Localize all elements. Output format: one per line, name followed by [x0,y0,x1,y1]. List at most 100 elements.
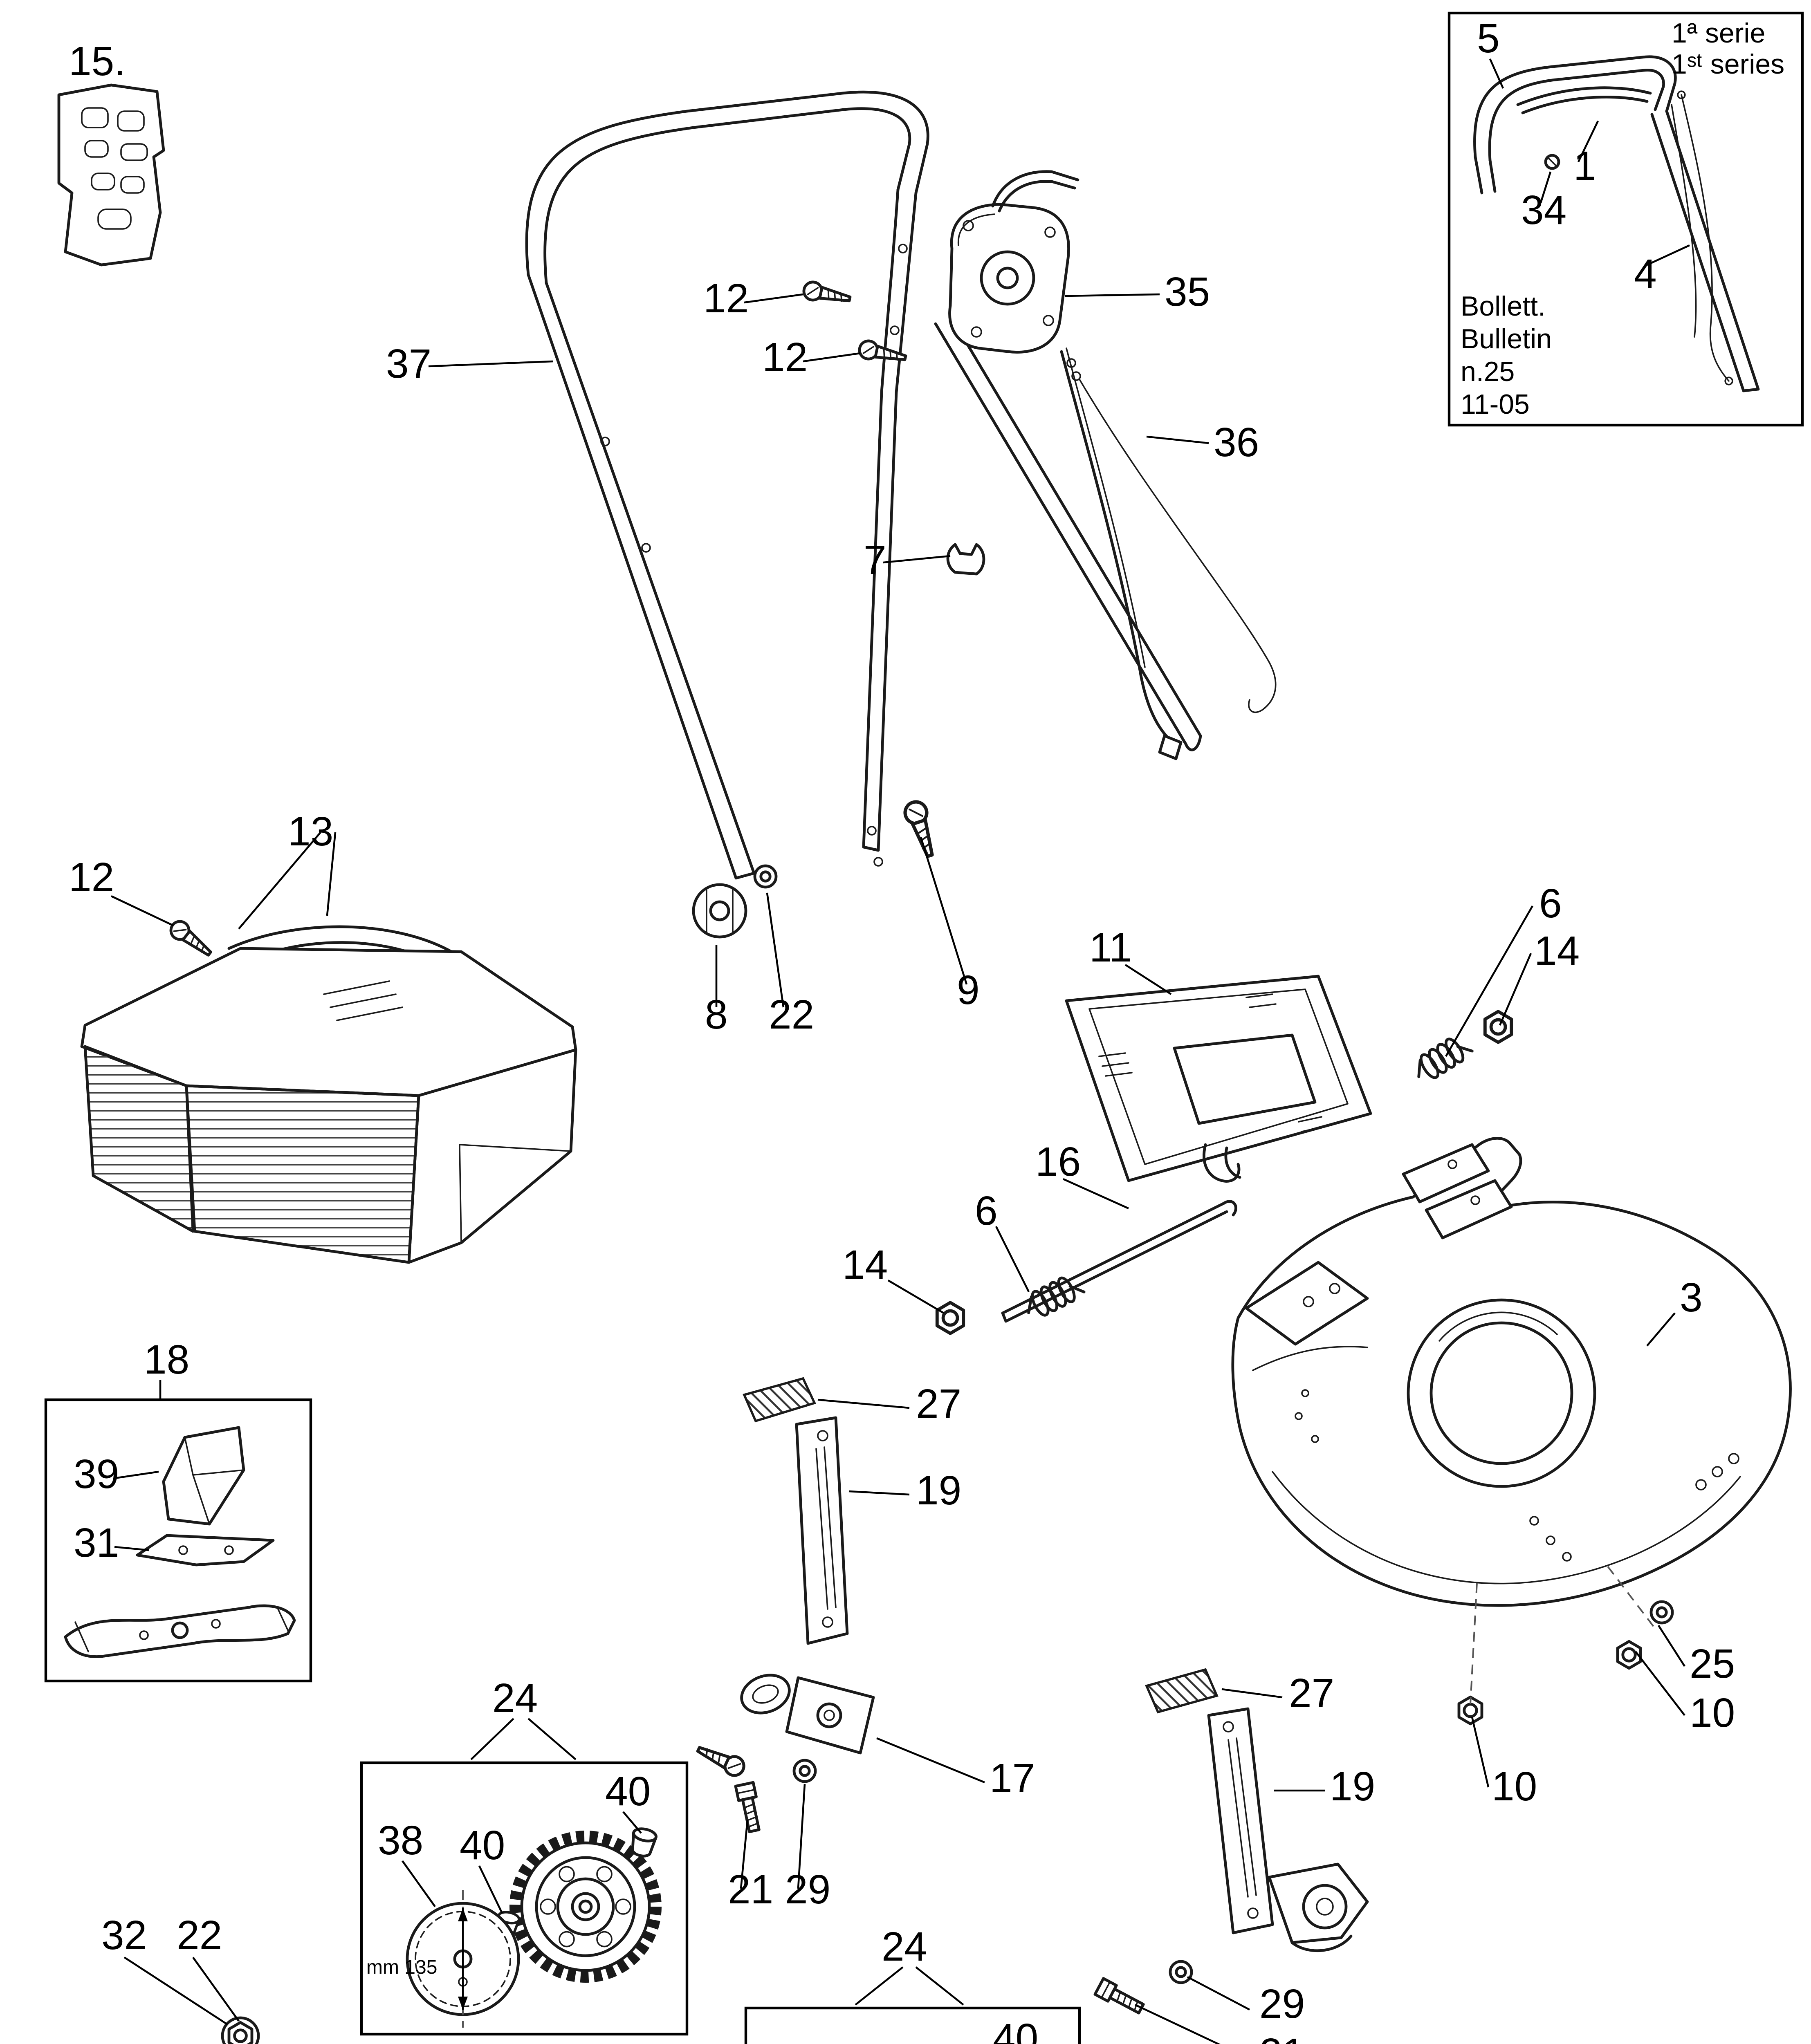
callout-27: 27 [916,1381,961,1427]
callout-13: 13 [288,809,333,854]
callout-14: 14 [1534,928,1580,974]
bulletin-note-line: Bollett. [1461,291,1546,322]
nut-14-icon [937,1302,963,1333]
callout-40: 40 [605,1768,651,1814]
callout-3: 3 [1680,1275,1703,1320]
spring-6-icon [1410,1032,1474,1085]
bulletin-handle-drawing [1473,55,1760,392]
callout-29: 29 [785,1867,830,1912]
callout-21: 21 [1259,2030,1305,2044]
pad-27-drawing [743,1377,816,1423]
callout-31: 31 [74,1520,119,1566]
callout-40: 40 [993,2015,1038,2044]
axle-17-drawing [695,1674,875,1779]
decal-sheet-drawing [57,83,165,267]
wheel-disc-dimension: mm 135 [366,1890,468,2028]
callout-12: 12 [762,334,808,380]
engine-brake-unit-drawing [948,170,1079,354]
height-bracket-19-drawing [795,1416,849,1645]
screw-12-icon [802,280,852,308]
callout-38: 38 [378,1818,423,1863]
serie-line-1: 1ª serie [1672,18,1765,49]
deck-drawing [1231,1137,1792,1607]
mulch-blade-drawing [64,1604,296,1658]
blade-kit-box [44,1398,312,1683]
bolt-21-icon [736,1782,763,1833]
serie-line-2: 1ˢᵗ series [1672,49,1784,80]
callout-9: 9 [957,967,980,1013]
bulletin-note-line: Bulletin [1461,323,1552,354]
control-cable-drawing [1060,347,1277,760]
washer-29-icon [1170,1961,1192,1983]
callout-17: 17 [990,1755,1035,1801]
callout-10: 10 [1492,1764,1537,1809]
dimension-label: mm 135 [366,1957,437,1978]
callout-24: 24 [492,1675,538,1721]
callout-27: 27 [1289,1670,1334,1716]
nut-14-icon [1485,1011,1511,1042]
callout-15: 15. [69,38,126,84]
callout-40: 40 [460,1822,505,1868]
grass-catcher-drawing [80,925,577,1264]
blade-kit-box-border [44,1398,312,1683]
washer-22-icon [755,866,776,887]
handle-assembly-drawing [525,90,1202,880]
assembly-axis-dashes [1470,1566,1656,1704]
mulch-plate-drawing [136,1534,275,1567]
callout-35: 35 [1165,269,1210,315]
callout-labels: 15. 12 12 35 37 36 7 13 12 8 22 9 11 6 1… [69,38,1735,2044]
callout-24: 24 [882,1924,927,1970]
callout-39: 39 [74,1451,119,1497]
screw-12-icon [167,918,215,961]
bulletin-inset-box: 5 1ª serie 1ˢᵗ series 1 34 4 Bollett. Bu… [1447,11,1804,427]
bolt-21-icon [1095,1979,1145,2017]
screw-9-icon [902,799,940,859]
wheel-box-border [744,2006,1081,2044]
callout-19: 19 [1330,1764,1375,1809]
callout-10: 10 [1690,1690,1735,1736]
callout-18: 18 [144,1337,189,1383]
wheel-box-border [360,1761,689,2036]
wheel-box-24b: mm 135 [744,2006,1081,2044]
callout-6: 6 [975,1188,998,1234]
callout-32: 32 [101,1912,147,1958]
callout-22: 22 [177,1912,222,1958]
callout-12: 12 [703,276,749,321]
callout-5: 5 [1477,16,1500,61]
callout-25: 25 [1690,1641,1735,1687]
pivot-screw-icon [695,1741,747,1778]
belt-cover-drawing [1065,975,1372,1183]
callout-21: 21 [728,1867,773,1912]
washer-29-icon [794,1760,815,1782]
washer-25-icon [1651,1602,1672,1623]
callout-8: 8 [705,992,728,1038]
tie-rod-drawing [1001,1200,1237,1323]
bulletin-note-line: n.25 [1461,356,1515,387]
mulch-deflector-drawing [162,1426,245,1526]
cable-clamp-drawing [946,543,985,576]
bulletin-note-line: 11-05 [1461,389,1530,420]
callout-34: 34 [1521,187,1566,233]
callout-22: 22 [769,992,814,1038]
height-bracket-19-drawing [1207,1707,1369,1952]
callout-29: 29 [1259,1981,1305,2027]
callout-14: 14 [842,1242,888,1288]
callout-19: 19 [916,1468,961,1513]
callout-11: 11 [1089,925,1132,970]
callout-12: 12 [69,854,114,900]
flange-nut-32-22-icon [222,2018,258,2044]
leader-lines [111,293,1685,2044]
callout-4: 4 [1634,251,1657,297]
bulletin-box-border [1447,11,1804,427]
callout-16: 16 [1035,1139,1081,1185]
callout-1: 1 [1573,143,1596,189]
callout-37: 37 [386,341,431,387]
callout-36: 36 [1214,419,1259,465]
hub-cap-40-icon [629,1827,657,1858]
callout-6: 6 [1539,881,1562,926]
handle-knob-drawing [692,883,747,939]
wheel-drawing [515,1836,656,1977]
callout-7: 7 [864,537,886,583]
